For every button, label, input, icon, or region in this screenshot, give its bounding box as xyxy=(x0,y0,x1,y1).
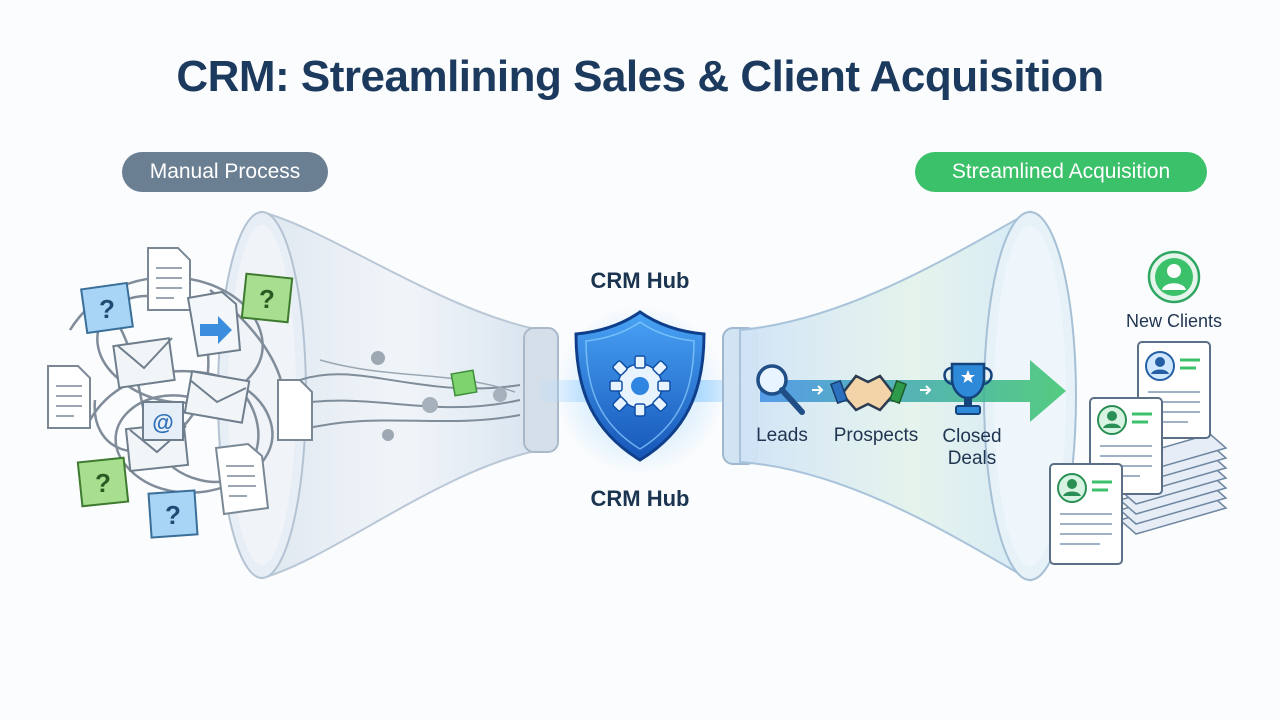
email-icon xyxy=(183,370,251,424)
new-clients-label: New Clients xyxy=(1125,311,1223,331)
handshake-icon xyxy=(829,374,908,412)
email-icon xyxy=(112,337,176,389)
hub-label-bottom: CRM Hub xyxy=(590,486,690,511)
question-icon: ? xyxy=(147,489,199,539)
stage-label-prospects: Prospects xyxy=(833,425,919,446)
question-icon: ? xyxy=(76,456,130,508)
document-icon xyxy=(147,247,191,311)
arrow-icon xyxy=(186,290,242,358)
manual-process-badge: Manual Process xyxy=(122,152,328,192)
document-icon xyxy=(47,365,91,429)
pipeline-flow-arrow xyxy=(760,360,1066,422)
user-avatar-icon xyxy=(1147,250,1201,304)
client-profile-card-icon xyxy=(1137,341,1211,439)
document-icon xyxy=(214,442,270,516)
at-sign-icon: @ xyxy=(142,401,184,441)
trophy-icon xyxy=(943,362,993,415)
svg-text:?: ? xyxy=(99,294,115,324)
document-icon xyxy=(277,379,313,441)
client-profile-card-icon xyxy=(1049,463,1123,565)
svg-text:?: ? xyxy=(165,500,181,530)
question-icon: ? xyxy=(80,281,134,335)
stage-label-leads: Leads xyxy=(756,425,808,446)
hub-label-top: CRM Hub xyxy=(590,268,690,293)
magnifier-icon xyxy=(756,364,805,415)
page-title: CRM: Streamlining Sales & Client Acquisi… xyxy=(176,52,1104,101)
left-funnel xyxy=(217,210,559,580)
streamlined-acquisition-badge: Streamlined Acquisition xyxy=(915,152,1207,192)
question-icon: ? xyxy=(240,272,294,324)
shield-gear-icon xyxy=(574,310,706,462)
svg-text:?: ? xyxy=(259,284,275,314)
svg-text:@: @ xyxy=(152,410,173,435)
stage-label-closed-deals: Closed Deals xyxy=(942,426,1002,469)
svg-text:?: ? xyxy=(95,468,111,498)
